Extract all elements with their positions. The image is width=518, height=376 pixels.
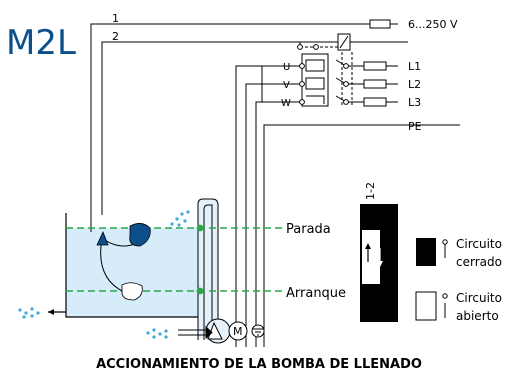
motor-feed-wires: [235, 65, 460, 347]
open-circuit-legend: Circuito abierto: [415, 291, 506, 323]
float-up-icon: [129, 223, 151, 247]
motor-letter: M: [233, 325, 243, 338]
stop-level-dot: [196, 224, 204, 232]
closed-circuit-legend: Circuito cerrado: [416, 237, 506, 269]
inlet-pipe: [170, 198, 219, 340]
level-lines: [66, 227, 282, 292]
motor-icon: [228, 321, 248, 341]
closed-line-1: Circuito: [456, 237, 502, 251]
inlet-splash-icon: [170, 210, 190, 227]
phase-fuses: [299, 61, 387, 107]
supply-wires: [90, 23, 396, 232]
phase-v-label: V: [283, 80, 290, 91]
start-level-label: Arranque: [286, 286, 346, 301]
phase-l1-label: L1: [408, 60, 421, 73]
caption: ACCIONAMIENTO DE LA BOMBA DE LLENADO: [96, 357, 422, 372]
open-circuit-label: Circuito abierto: [456, 291, 506, 323]
contact-header: 1-2: [364, 182, 377, 200]
pump: M: [205, 318, 265, 344]
contactor: [301, 52, 398, 107]
float-switch: [96, 223, 151, 301]
stop-level-label: Parada: [286, 222, 331, 237]
phase-u-label: U: [283, 62, 290, 73]
phase-l3-label: L3: [408, 96, 421, 109]
float-down-icon: [121, 282, 143, 301]
wire-1-label: 1: [112, 12, 119, 25]
phase-l2-label: L2: [408, 78, 421, 91]
start-level-dot: [196, 287, 204, 295]
supply-voltage-label: 6...250 V: [408, 18, 458, 31]
pe-label: PE: [408, 120, 422, 133]
tank: [18, 213, 215, 322]
phase-w-label: W: [281, 98, 291, 109]
model-label: M2L: [6, 23, 76, 63]
ground-icon: [251, 324, 265, 338]
closed-circuit-label: Circuito cerrado: [456, 237, 506, 269]
contact-state-bar: [360, 204, 398, 322]
relay-coil: [297, 33, 408, 51]
float-anchor-icon: [96, 230, 109, 246]
supply-fuse: [369, 19, 391, 29]
pump-splash-icon: [146, 328, 168, 339]
wire-2-label: 2: [112, 30, 119, 43]
pump-inlet-arrow: [178, 325, 213, 340]
closed-line-2: cerrado: [456, 255, 502, 269]
open-line-2: abierto: [456, 309, 499, 323]
open-line-1: Circuito: [456, 291, 502, 305]
outlet-splash-icon: [18, 307, 40, 319]
